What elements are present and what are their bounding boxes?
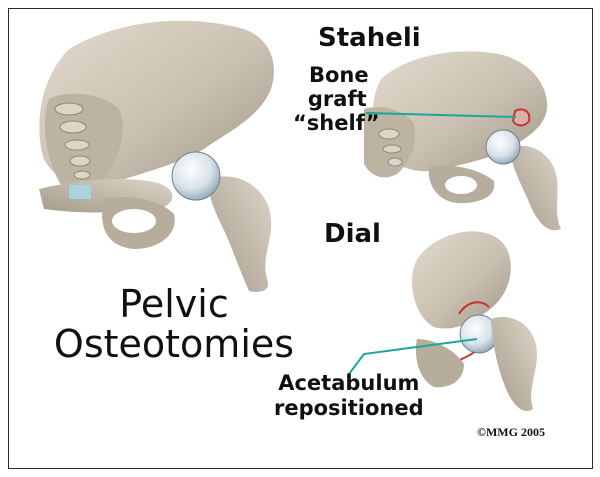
figure-title-line1: Pelvic: [49, 285, 299, 325]
dial-iliac-wing: [412, 231, 511, 328]
pubic-symphysis: [69, 185, 91, 199]
staheli-obturator-foramen: [445, 176, 477, 194]
main-obturator-foramen: [112, 209, 156, 233]
main-femoral-head: [172, 152, 220, 200]
dial-pelvis-illustration: [412, 231, 537, 411]
figure-title: Pelvic Osteotomies: [49, 285, 299, 365]
copyright-notice: ©MMG 2005: [477, 425, 545, 440]
acetabulum-repositioned-label: Acetabulum repositioned: [274, 373, 424, 419]
staheli-label: Staheli: [318, 25, 421, 51]
staheli-femoral-head: [486, 130, 520, 164]
bone-graft-label-line1: Bone: [293, 65, 380, 86]
dial-label: Dial: [324, 221, 381, 247]
illustration-frame: Staheli Bone graft “shelf” Dial Pelvic O…: [8, 8, 593, 469]
acetabulum-label-line1: Acetabulum: [274, 373, 424, 394]
bone-graft-shelf-label: Bone graft “shelf”: [293, 65, 380, 134]
bone-graft-label-line3: “shelf”: [293, 113, 380, 134]
main-femur: [209, 176, 272, 291]
bone-graft-label-line2: graft: [293, 89, 380, 110]
dial-femur: [491, 317, 537, 411]
staheli-femur: [509, 146, 561, 230]
acetabulum-label-line2: repositioned: [274, 398, 424, 419]
staheli-pelvis-illustration: [364, 51, 561, 230]
figure-title-line2: Osteotomies: [49, 325, 299, 365]
main-pelvis-illustration: [39, 21, 274, 292]
